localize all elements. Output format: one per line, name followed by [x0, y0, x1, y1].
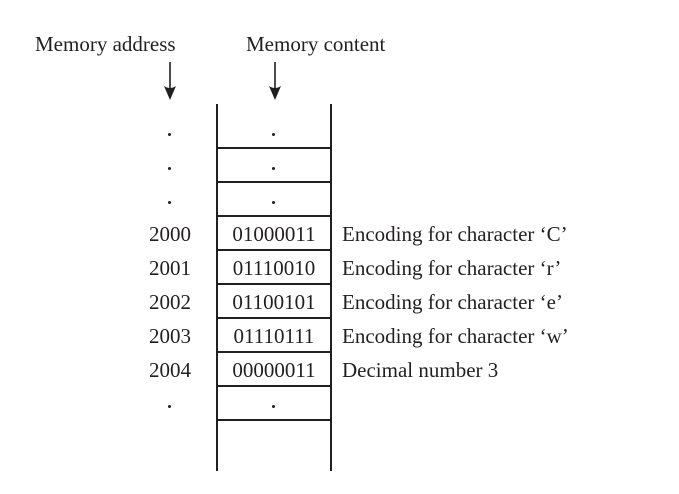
memory-content-header: Memory content	[246, 32, 386, 56]
content-ellipsis-dot	[272, 133, 275, 136]
cell-divider	[216, 147, 332, 149]
content-description: Encoding for character ‘C’	[342, 222, 568, 246]
memory-address: 2000	[149, 222, 191, 246]
content-ellipsis-dot	[272, 405, 275, 408]
content-ellipsis-dot	[272, 201, 275, 204]
memory-left-border	[216, 104, 218, 471]
cell-divider	[216, 385, 332, 387]
memory-content: 01100101	[232, 290, 316, 314]
memory-content: 01110111	[233, 324, 315, 348]
address-down-arrow-icon	[164, 62, 176, 100]
memory-right-border	[330, 104, 332, 471]
content-description: Encoding for character ‘r’	[342, 256, 562, 280]
cell-divider	[216, 317, 332, 319]
cell-divider	[216, 419, 332, 421]
memory-content: 00000011	[232, 358, 316, 382]
address-ellipsis-dot	[168, 167, 171, 170]
cell-divider	[216, 215, 332, 217]
content-description: Encoding for character ‘e’	[342, 290, 563, 314]
address-ellipsis-dot	[168, 201, 171, 204]
memory-content: 01000011	[232, 222, 316, 246]
cell-divider	[216, 351, 332, 353]
content-description: Encoding for character ‘w’	[342, 324, 569, 348]
cell-divider	[216, 249, 332, 251]
address-ellipsis-dot	[168, 405, 171, 408]
memory-address: 2004	[149, 358, 191, 382]
memory-address: 2001	[149, 256, 191, 280]
memory-address: 2002	[149, 290, 191, 314]
memory-content: 01110010	[232, 256, 316, 280]
content-ellipsis-dot	[272, 167, 275, 170]
memory-address: 2003	[149, 324, 191, 348]
content-description: Decimal number 3	[342, 358, 499, 382]
memory-address-header: Memory address	[35, 32, 176, 56]
address-ellipsis-dot	[168, 133, 171, 136]
cell-divider	[216, 181, 332, 183]
content-down-arrow-icon	[269, 62, 281, 100]
cell-divider	[216, 283, 332, 285]
